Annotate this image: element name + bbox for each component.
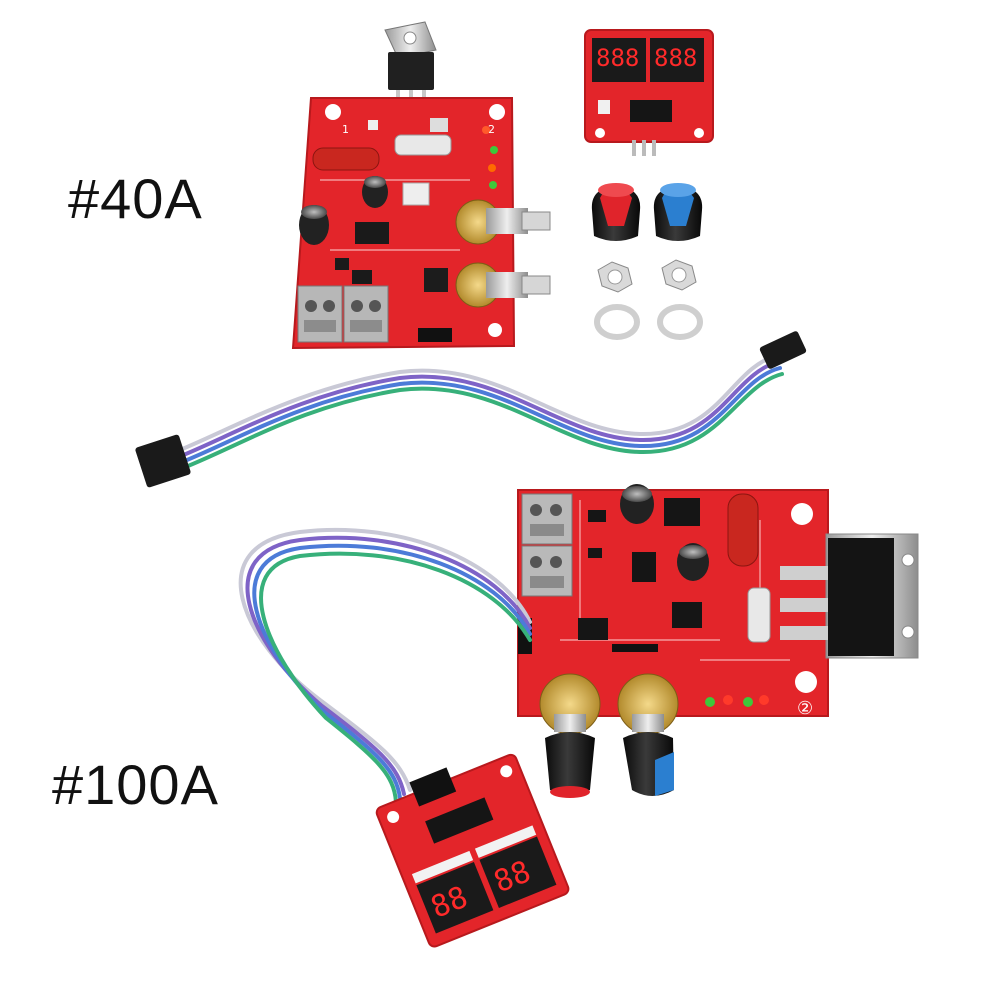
ribbon-cable-top — [135, 331, 807, 488]
potentiometer-time-100a — [539, 673, 601, 798]
display-module-40a: 888 888 — [584, 29, 714, 156]
terminal-label-2-40a: 2 — [488, 123, 495, 136]
washers — [594, 304, 703, 340]
potentiometer-current-100a — [617, 673, 679, 796]
model-label-40a: #40A — [68, 167, 203, 230]
knob-blue — [653, 183, 703, 241]
svg-text:888: 888 — [596, 44, 639, 72]
display-module-100a: 88 88 — [375, 753, 570, 948]
terminal-label-1-40a: 1 — [342, 123, 349, 136]
ribbon-cable-bottom — [238, 527, 532, 804]
board-40a: 1 2 — [291, 21, 551, 350]
svg-text:888: 888 — [654, 44, 697, 72]
board-100a: ① ② — [517, 484, 919, 798]
potentiometer-current-40a — [455, 262, 551, 308]
model-label-100a: #100A — [52, 753, 219, 816]
potentiometer-time-40a — [455, 199, 551, 245]
knob-red — [591, 183, 641, 241]
terminal-label-2-100a: ② — [797, 698, 813, 719]
terminal-label-1-100a: ① — [794, 507, 810, 528]
thyristor-40a — [384, 21, 437, 108]
terminal-block-40a — [297, 285, 389, 343]
hex-nuts — [597, 259, 697, 293]
